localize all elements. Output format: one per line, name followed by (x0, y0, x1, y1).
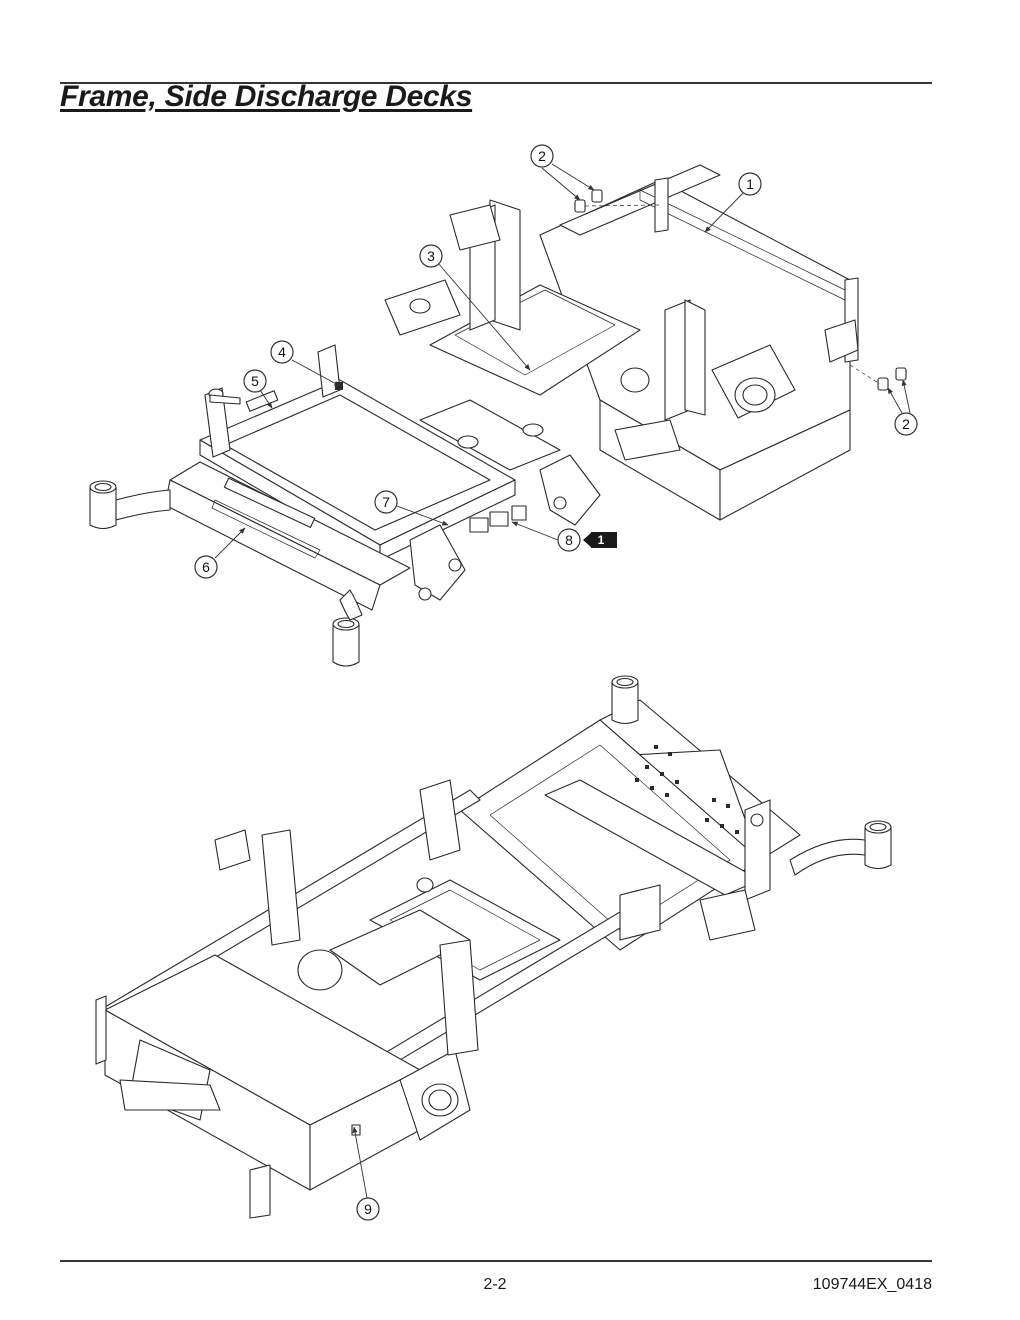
svg-text:5: 5 (251, 373, 259, 389)
callout-9: 9 (356, 1197, 380, 1221)
callout-3: 3 (419, 244, 443, 268)
callout-8: 8 (557, 528, 581, 552)
svg-text:3: 3 (427, 248, 435, 264)
callout-6: 6 (194, 555, 218, 579)
header-rule (60, 82, 932, 84)
callout-4: 4 (270, 340, 294, 364)
document-code: 109744EX_0418 (812, 1276, 932, 1293)
svg-text:2: 2 (902, 416, 910, 432)
callout-2-upper: 2 (530, 144, 554, 168)
svg-text:8: 8 (565, 532, 573, 548)
page-number: 2-2 (483, 1276, 507, 1293)
page-title: Frame, Side Discharge Decks (60, 80, 473, 113)
footer-rule (60, 1260, 932, 1262)
callout-1: 1 (738, 172, 762, 196)
svg-text:7: 7 (382, 494, 390, 510)
frame-top-view (89, 164, 907, 667)
leader-lines (214, 163, 911, 1199)
callout-7: 7 (374, 490, 398, 514)
svg-text:1: 1 (746, 176, 754, 192)
svg-text:1: 1 (598, 533, 605, 547)
svg-text:2: 2 (538, 148, 546, 164)
svg-text:9: 9 (364, 1201, 372, 1217)
frame-bottom-view (95, 675, 892, 1219)
svg-text:6: 6 (202, 559, 210, 575)
callout-5: 5 (243, 369, 267, 393)
note-badge: 1 (583, 532, 617, 548)
svg-text:4: 4 (278, 344, 286, 360)
callout-2-right: 2 (894, 412, 918, 436)
